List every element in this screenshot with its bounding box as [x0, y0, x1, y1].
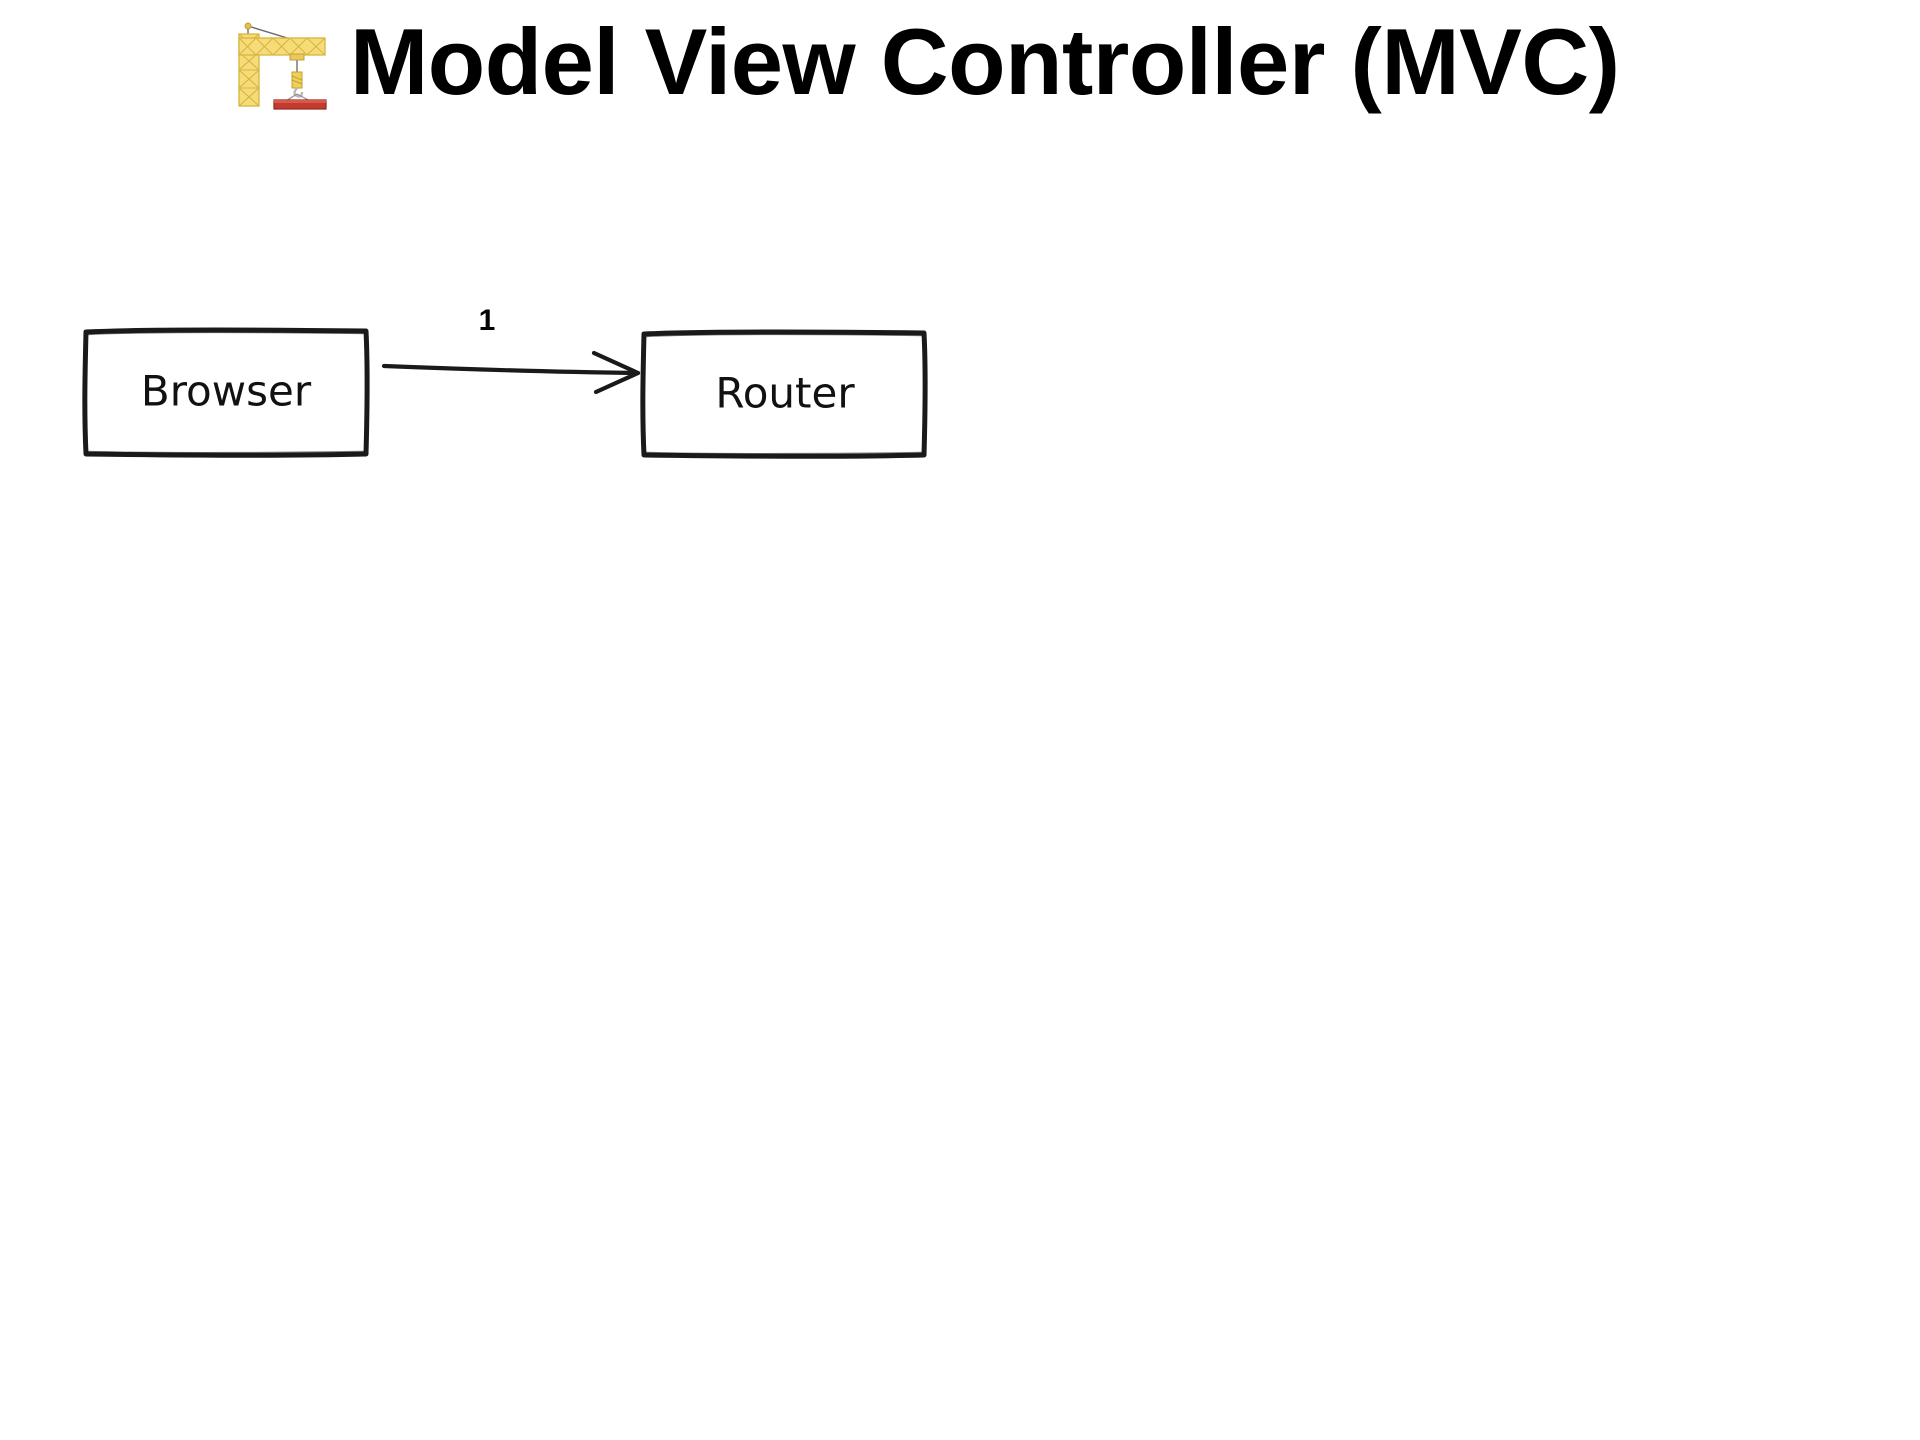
building-construction-icon — [228, 12, 332, 112]
diagram-edge-label-1: 1 — [479, 304, 496, 337]
diagram-node-browser-label: Browser — [141, 367, 312, 416]
diagram-node-router-label: Router — [715, 369, 855, 418]
diagram-node-router[interactable]: Router — [640, 329, 928, 459]
diagram-node-browser[interactable]: Browser — [82, 327, 370, 458]
page-title: Model View Controller (MVC) — [350, 9, 1620, 114]
diagram-edge-browser-to-router[interactable]: 1 — [381, 304, 641, 395]
slide-title-row: Model View Controller (MVC) — [228, 8, 1620, 116]
